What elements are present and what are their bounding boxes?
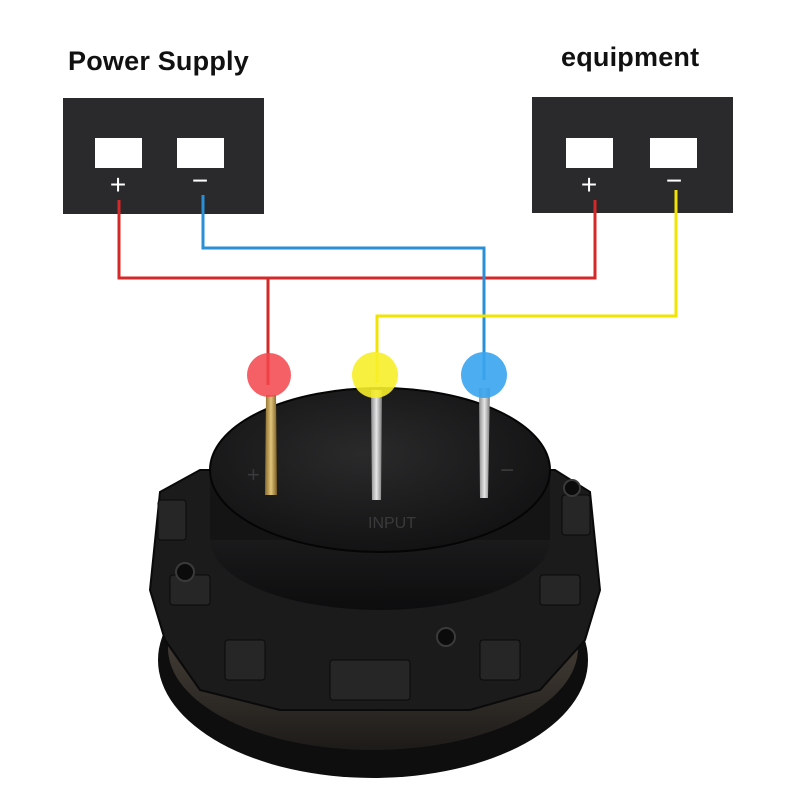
equipment-body — [532, 97, 733, 213]
meter-device: + − INPUT — [148, 387, 602, 778]
meter-plus-mark: + — [247, 462, 260, 487]
equipment-plus-terminal — [566, 138, 613, 168]
equipment-plus-sign: + — [581, 169, 597, 200]
wires — [117, 190, 678, 385]
pin-signal — [371, 390, 382, 500]
positive-wire — [117, 200, 597, 280]
pin-negative — [479, 388, 490, 498]
pin-negative-marker — [461, 352, 507, 398]
equipment-minus-terminal — [650, 138, 697, 168]
power-supply-minus-sign: − — [192, 165, 208, 196]
mount-hole-bottom — [436, 627, 456, 647]
pin-signal-marker — [352, 352, 398, 398]
power-supply-plus-terminal — [95, 138, 142, 168]
equipment-box: + − — [532, 97, 733, 213]
power-supply-minus-terminal — [177, 138, 224, 168]
power-supply-box: + − — [63, 98, 264, 214]
equipment-minus-sign: − — [666, 165, 682, 196]
power-supply-body — [63, 98, 264, 214]
equipment-label: equipment — [561, 42, 700, 72]
power-supply-label: Power Supply — [68, 46, 249, 76]
negative-supply-wire — [201, 195, 486, 380]
meter-flange-teeth — [157, 494, 591, 701]
pin-positive — [265, 395, 277, 495]
signal-wire — [375, 190, 678, 383]
mount-hole-left — [175, 562, 195, 582]
pin-positive-marker — [247, 353, 291, 397]
meter-minus-mark: − — [500, 457, 514, 484]
meter-input-mark: INPUT — [368, 515, 416, 532]
mount-hole-right — [563, 479, 581, 497]
power-supply-plus-sign: + — [110, 169, 126, 200]
